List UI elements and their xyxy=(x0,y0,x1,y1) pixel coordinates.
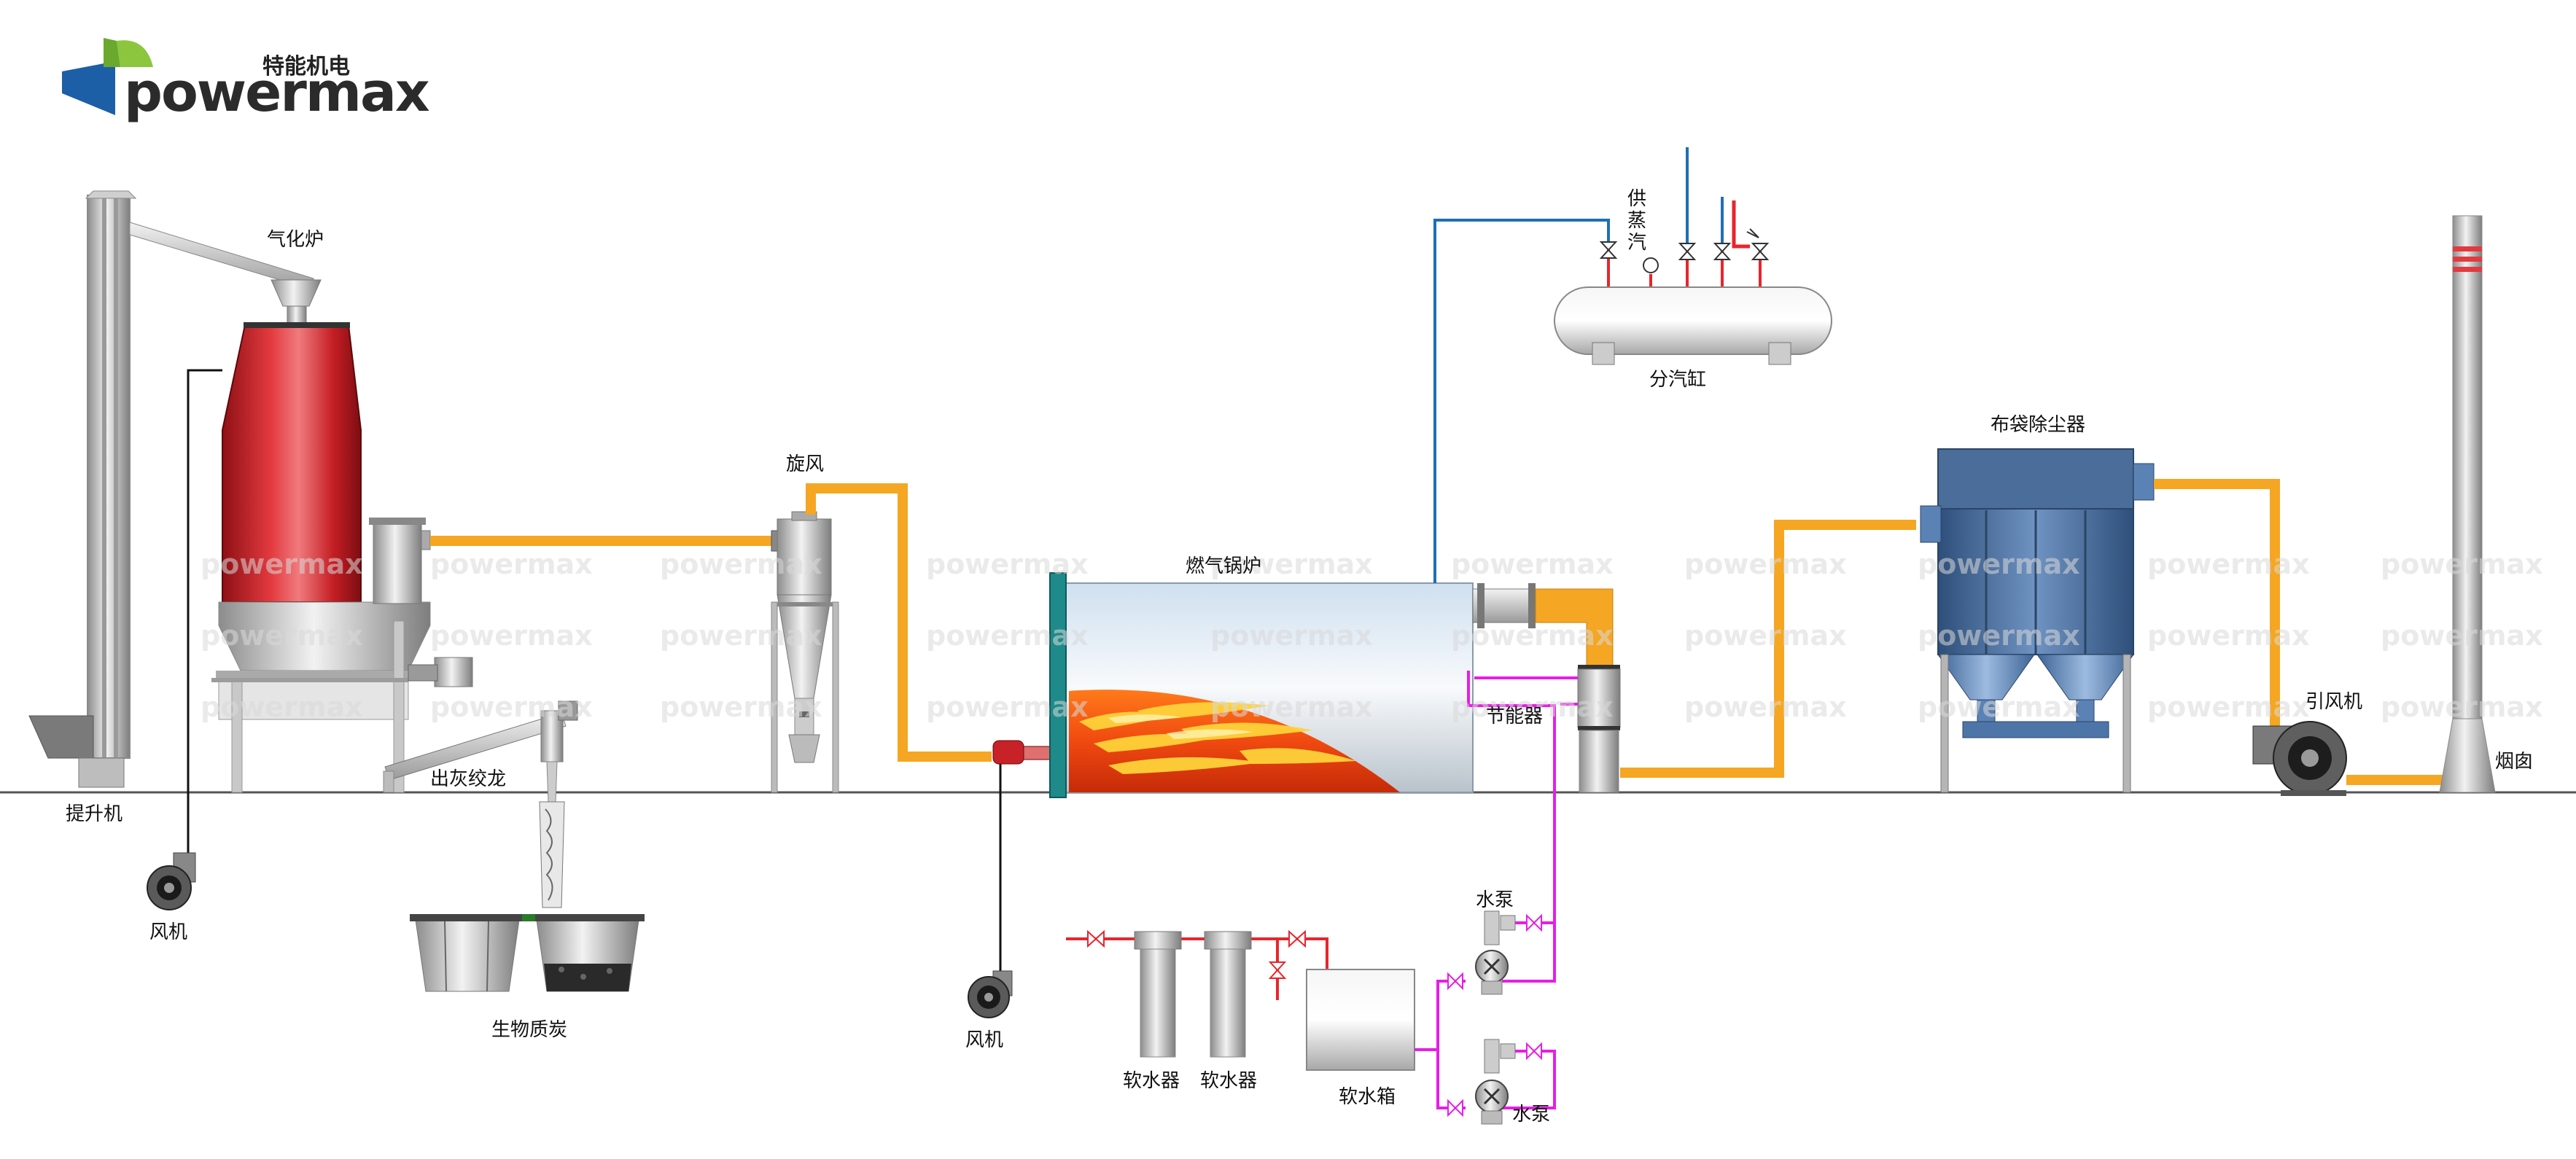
label-elevator: 提升机 xyxy=(66,803,123,825)
label-pump-bottom: 水泵 xyxy=(1512,1104,1551,1125)
label-softener-1: 软水器 xyxy=(1123,1070,1180,1092)
watermark: powermax xyxy=(660,548,822,580)
watermark: powermax xyxy=(2147,620,2310,652)
watermark: powermax xyxy=(926,620,1089,652)
steam-header xyxy=(1554,286,1832,365)
watermark: powermax xyxy=(660,691,822,723)
boiler xyxy=(1049,572,1536,798)
watermark: powermax xyxy=(660,620,822,652)
watermark: powermax xyxy=(201,691,363,723)
label-chimney: 烟囱 xyxy=(2495,751,2534,773)
label-cyclone: 旋风 xyxy=(786,453,825,475)
watermark: powermax xyxy=(1451,691,1614,723)
bag-filter xyxy=(1920,448,2155,793)
softener-2 xyxy=(1204,931,1252,1058)
watermark: powermax xyxy=(1451,548,1614,580)
brand-en-text: powermax xyxy=(124,61,430,124)
water-line-valves xyxy=(1447,913,1542,1117)
label-economizer: 节能器 xyxy=(1486,706,1544,727)
watermark: powermax xyxy=(201,620,363,652)
ash-auger xyxy=(383,701,578,908)
brand-logo-icon xyxy=(62,38,153,115)
fan-left-icon xyxy=(147,852,196,910)
label-induced-fan: 引风机 xyxy=(2305,691,2363,713)
label-bag-filter: 布袋除尘器 xyxy=(1991,414,2086,436)
watermark: powermax xyxy=(1210,620,1373,652)
watermark: powermax xyxy=(1918,620,2080,652)
brand-cn-text: 特能机电 xyxy=(262,54,350,79)
label-gasifier: 气化炉 xyxy=(267,229,324,251)
flue-duct-3 xyxy=(2154,479,2280,736)
pump-top-icon xyxy=(1475,910,1516,995)
softener-1 xyxy=(1134,931,1182,1058)
watermark: powermax xyxy=(1918,548,2080,580)
fan-mid-icon xyxy=(968,970,1013,1018)
label-pump-top: 水泵 xyxy=(1476,889,1514,911)
watermark: powermax xyxy=(1684,691,1847,723)
label-boiler: 燃气锅炉 xyxy=(1186,555,1262,577)
cyclone xyxy=(771,511,839,793)
steam-header-valves xyxy=(1599,228,1770,289)
induced-fan-icon xyxy=(2252,721,2347,796)
flue-duct-2 xyxy=(1620,520,1916,778)
steam-line xyxy=(1433,219,1610,583)
gas-pipe-2 xyxy=(806,483,992,762)
water-feed-line xyxy=(1066,929,1328,1000)
economizer xyxy=(1577,665,1621,793)
watermark: powermax xyxy=(2381,548,2543,580)
air-line-left xyxy=(187,369,222,860)
watermark: powermax xyxy=(1451,620,1614,652)
bucket-elevator xyxy=(28,190,314,788)
watermark: powermax xyxy=(201,548,363,580)
watermark: powermax xyxy=(1210,548,1373,580)
pump-bottom-icon xyxy=(1475,1039,1516,1125)
watermark: powermax xyxy=(1684,620,1847,652)
label-fan-left: 风机 xyxy=(149,921,188,943)
soft-water-tank xyxy=(1306,969,1415,1071)
chimney xyxy=(2439,215,2496,793)
label-steam-header: 分汽缸 xyxy=(1649,369,1707,391)
watermark: powermax xyxy=(430,548,593,580)
label-soft-water-tank: 软水箱 xyxy=(1339,1086,1396,1108)
watermark: powermax xyxy=(2381,620,2543,652)
watermark: powermax xyxy=(2381,691,2543,723)
label-steam-supply: 供蒸汽 xyxy=(1627,188,1646,254)
watermark: powermax xyxy=(430,691,593,723)
watermark: powermax xyxy=(1684,548,1847,580)
burner xyxy=(992,740,1054,765)
label-fan-mid: 风机 xyxy=(965,1029,1004,1051)
watermark: powermax xyxy=(2147,548,2310,580)
watermark: powermax xyxy=(926,691,1089,723)
biochar-bins xyxy=(410,914,645,992)
label-ash-auger: 出灰绞龙 xyxy=(430,768,507,790)
watermark: powermax xyxy=(430,620,593,652)
watermark: powermax xyxy=(1210,691,1373,723)
label-biochar: 生物质炭 xyxy=(491,1019,568,1041)
label-softener-2: 软水器 xyxy=(1200,1070,1258,1092)
gasifier xyxy=(211,279,473,793)
watermark: powermax xyxy=(1918,691,2080,723)
watermark: powermax xyxy=(926,548,1089,580)
watermark: powermax xyxy=(2147,691,2310,723)
